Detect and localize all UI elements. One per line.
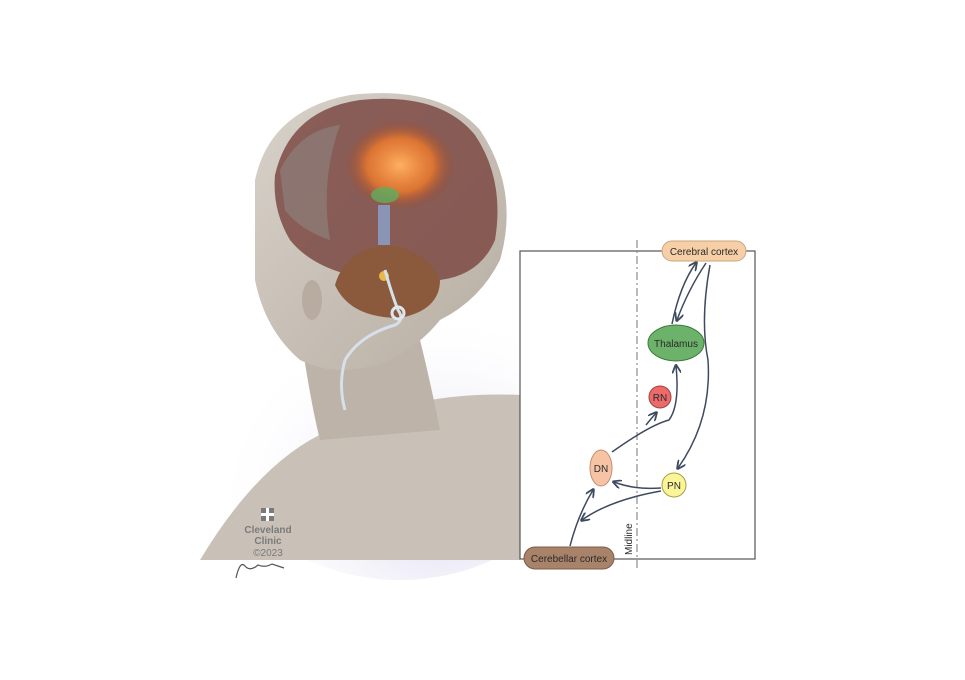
node-pn — [661, 472, 687, 498]
pathway-diagram: Midline Cerebral cortex Thalamus RN DN P… — [519, 240, 756, 570]
arrow-dn-to-thalamus — [611, 366, 677, 453]
node-cerebellar-cortex — [523, 546, 615, 570]
brainstem — [378, 205, 390, 245]
arrow-cerebellar-cortex-to-dn — [569, 490, 593, 547]
brain-hemisphere — [280, 125, 340, 240]
thalamus-region — [371, 187, 399, 203]
white-matter-fibers — [345, 120, 455, 210]
cerebellar-cortex-label: Cerebellar cortex — [531, 554, 607, 565]
cleveland-clinic-logo: Cleveland Clinic ©2023 — [244, 508, 292, 559]
dn-label: DN — [594, 464, 608, 475]
logo-line1: Cleveland — [244, 525, 291, 536]
node-rn — [648, 385, 672, 409]
cerebral-cortex-label: Cerebral cortex — [670, 247, 738, 258]
rn-label: RN — [653, 393, 667, 404]
burr-hole-cap — [390, 305, 406, 321]
ear — [302, 280, 322, 320]
pn-label: PN — [667, 481, 681, 492]
artist-signature — [235, 563, 285, 579]
logo-line2: Clinic — [254, 536, 282, 547]
arrow-thalamus-to-cortex — [671, 263, 696, 325]
midline-label: Midline — [624, 523, 635, 555]
arrows — [569, 262, 711, 547]
arrow-pn-to-cerebellar-cortex — [582, 490, 662, 520]
arrow-cortex-to-thalamus — [677, 262, 707, 320]
node-dn — [589, 449, 613, 487]
node-cerebral-cortex — [661, 240, 747, 262]
copyright-year: ©2023 — [253, 548, 283, 559]
arrow-pn-to-dn — [614, 482, 662, 490]
electrode-lead — [340, 269, 403, 411]
shoulders — [200, 394, 520, 560]
thalamus-label: Thalamus — [654, 339, 698, 350]
arrow-cortex-to-pn — [678, 264, 711, 468]
node-thalamus — [647, 324, 705, 362]
arrow-dn-to-rn — [645, 413, 656, 426]
